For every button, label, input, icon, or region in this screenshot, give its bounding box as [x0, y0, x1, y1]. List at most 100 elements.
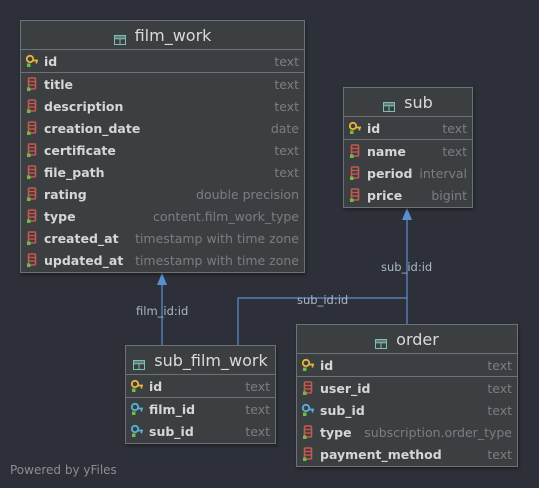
- column-icon: [349, 166, 363, 180]
- primary-key-icon: [301, 358, 316, 372]
- column-type: date: [270, 120, 299, 136]
- column-name: name: [367, 143, 406, 159]
- column-icon: [26, 231, 40, 245]
- column-type: text: [487, 357, 512, 373]
- column-type: text: [245, 378, 270, 394]
- column-type: subscription.order_type: [364, 424, 512, 440]
- relation-label-sub-film-work-sub: sub_id:id: [297, 293, 349, 307]
- column-row[interactable]: updated_at timestamp with time zone: [21, 249, 304, 271]
- column-name: type: [320, 424, 352, 440]
- column-row[interactable]: film_id text: [126, 398, 275, 420]
- column-row[interactable]: created_at timestamp with time zone: [21, 227, 304, 249]
- column-type: bigint: [431, 187, 467, 203]
- column-name: description: [44, 98, 124, 114]
- column-type: interval: [419, 165, 467, 181]
- table-icon: [383, 97, 396, 112]
- column-name: user_id: [320, 380, 371, 396]
- column-name: sub_id: [320, 402, 365, 418]
- column-name: file_path: [44, 164, 105, 180]
- column-type: text: [442, 120, 467, 136]
- column-name: updated_at: [44, 252, 124, 268]
- column-icon: [26, 209, 40, 223]
- column-row[interactable]: description text: [21, 95, 304, 117]
- column-icon: [302, 381, 316, 395]
- column-type: text: [245, 401, 270, 417]
- column-icon: [349, 188, 363, 202]
- table-title: order: [396, 329, 439, 349]
- column-icon: [26, 165, 40, 179]
- relation-label-order-sub: sub_id:id: [381, 260, 433, 274]
- column-name: created_at: [44, 230, 119, 246]
- column-icon: [26, 143, 40, 157]
- column-type: text: [274, 164, 299, 180]
- table-icon: [113, 30, 126, 45]
- table-icon: [375, 334, 388, 349]
- column-type: text: [274, 98, 299, 114]
- column-icon: [26, 253, 40, 267]
- column-name: sub_id: [149, 423, 194, 439]
- relation-line-sub-film-work-sub: [237, 297, 407, 345]
- table-header[interactable]: order: [297, 325, 517, 354]
- column-name: rating: [44, 186, 87, 202]
- column-name: film_id: [149, 401, 196, 417]
- foreign-key-icon: [130, 402, 145, 416]
- column-name: period: [367, 165, 413, 181]
- primary-key-row[interactable]: id text: [126, 375, 275, 398]
- powered-by-text: Powered by yFiles: [10, 463, 117, 477]
- column-type: timestamp with time zone: [135, 252, 299, 268]
- column-name: title: [44, 76, 73, 92]
- table-icon: [133, 355, 146, 370]
- column-type: text: [487, 402, 512, 418]
- column-row[interactable]: type subscription.order_type: [297, 421, 517, 443]
- column-type: text: [274, 53, 299, 69]
- column-row[interactable]: sub_id text: [126, 420, 275, 442]
- column-type: text: [274, 142, 299, 158]
- table-title: sub: [404, 92, 433, 112]
- column-icon: [302, 425, 316, 439]
- column-type: content.film_work_type: [152, 208, 299, 224]
- foreign-key-icon: [130, 424, 145, 438]
- column-icon: [26, 121, 40, 135]
- primary-key-icon: [25, 54, 40, 68]
- column-type: timestamp with time zone: [135, 230, 299, 246]
- column-type: text: [245, 423, 270, 439]
- column-row[interactable]: sub_id text: [297, 399, 517, 421]
- table-header[interactable]: sub_film_work: [126, 346, 275, 375]
- column-name: id: [149, 378, 163, 394]
- column-row[interactable]: type content.film_work_type: [21, 205, 304, 227]
- column-name: type: [44, 208, 76, 224]
- relation-label-film-id: film_id:id: [136, 304, 189, 318]
- table-header[interactable]: film_work: [21, 21, 304, 50]
- column-row[interactable]: file_path text: [21, 161, 304, 183]
- column-name: id: [320, 357, 334, 373]
- relation-arrow-film-work: [157, 273, 167, 285]
- foreign-key-icon: [301, 403, 316, 417]
- column-name: payment_method: [320, 446, 442, 462]
- column-icon: [26, 77, 40, 91]
- column-name: certificate: [44, 142, 116, 158]
- primary-key-icon: [130, 379, 145, 393]
- column-icon: [302, 447, 316, 461]
- column-type: double precision: [196, 186, 299, 202]
- column-row[interactable]: certificate text: [21, 139, 304, 161]
- table-header[interactable]: sub: [344, 88, 472, 117]
- column-row[interactable]: rating double precision: [21, 183, 304, 205]
- primary-key-icon: [348, 121, 363, 135]
- column-row[interactable]: period interval: [344, 162, 472, 184]
- table-title: sub_film_work: [154, 350, 268, 370]
- column-icon: [26, 187, 40, 201]
- primary-key-row[interactable]: id text: [297, 354, 517, 377]
